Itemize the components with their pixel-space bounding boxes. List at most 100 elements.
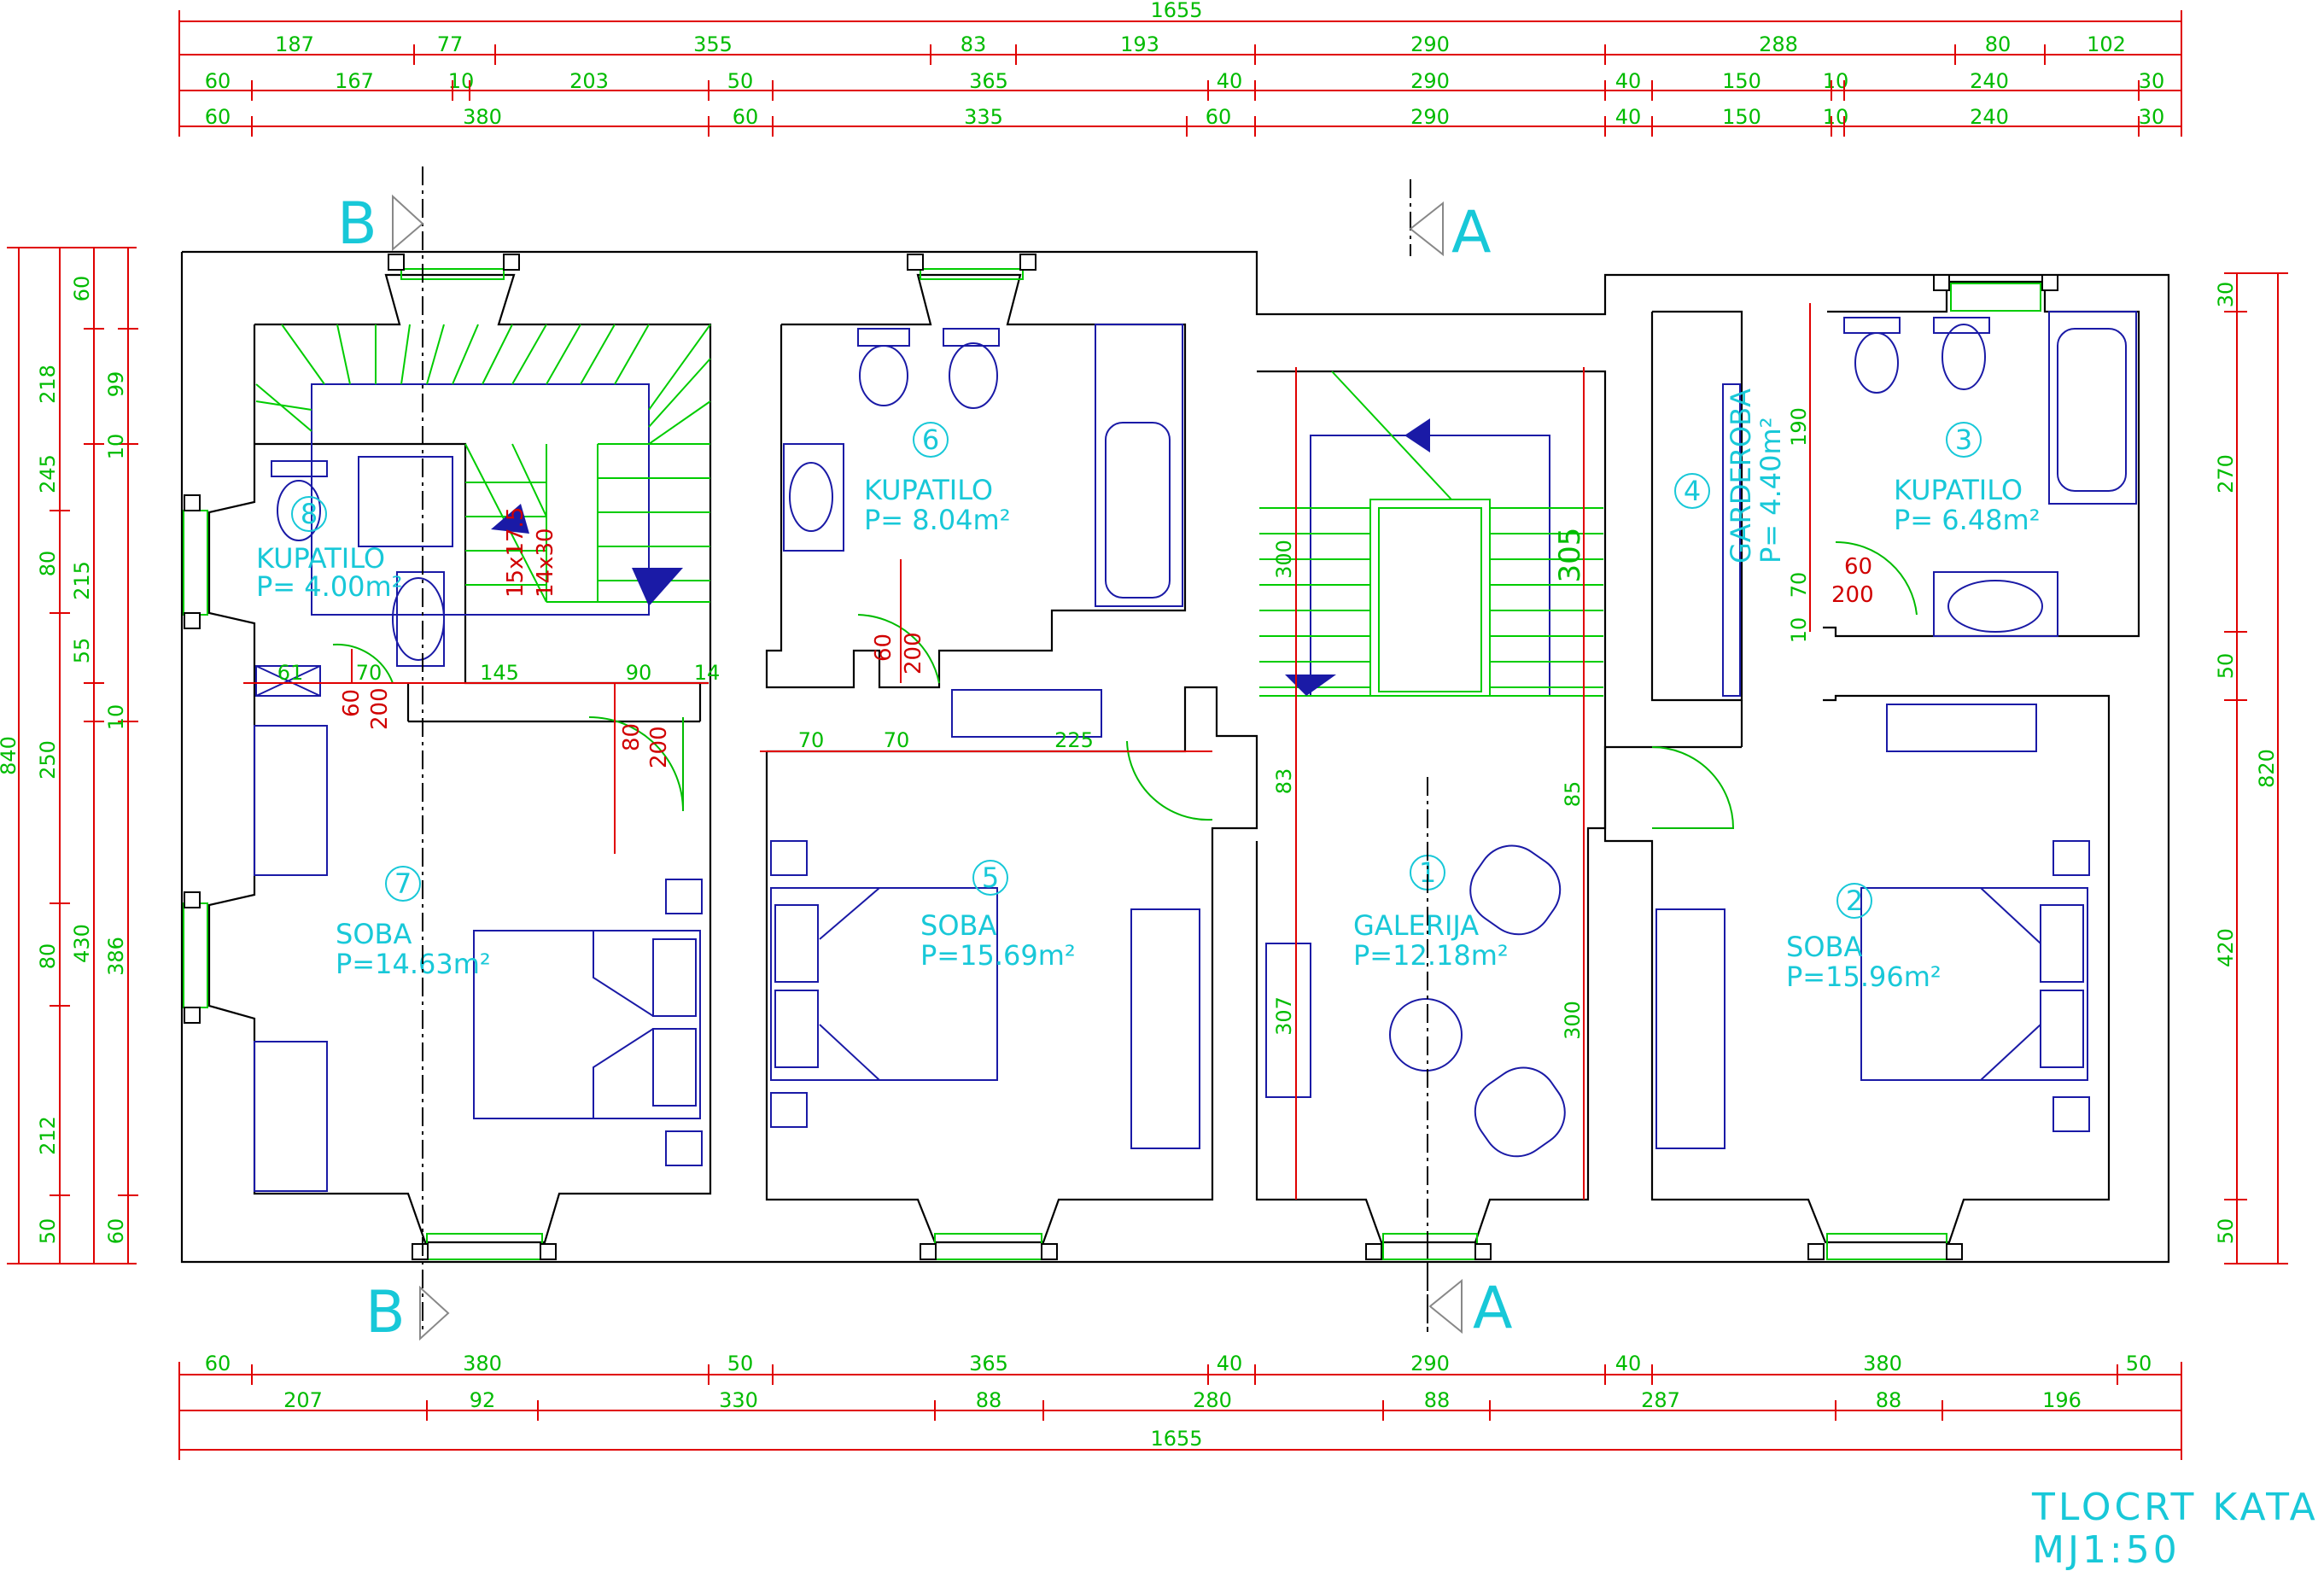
left-dimensions: 840 218 245 80 250 80 212 50 60 99 10 21… <box>0 247 138 1264</box>
room-area: P=12.18m² <box>1353 939 1509 972</box>
room-name: KUPATILO <box>256 542 385 575</box>
room-number: 2 <box>1846 885 1863 917</box>
door-width: 60 <box>339 689 365 717</box>
dim-top-total: 1655 <box>1150 0 1202 22</box>
windows <box>183 254 2058 1260</box>
right-dimensions: 30 270 50 420 50 820 <box>2214 272 2288 1264</box>
bathtub <box>2048 311 2137 505</box>
dim-top: 50 <box>727 69 754 93</box>
wardrobe <box>1130 908 1200 1149</box>
dim-inner: 300 <box>1272 540 1296 579</box>
window <box>400 268 505 280</box>
bed <box>1860 887 2088 1081</box>
dim-top: 83 <box>961 32 987 56</box>
section-mark-a: A <box>1451 199 1492 266</box>
window <box>426 1233 543 1260</box>
dim-bottom-total: 1655 <box>1150 1427 1202 1451</box>
dim-bottom: 60 <box>205 1352 231 1375</box>
dim-left: 80 <box>36 551 60 577</box>
nightstand <box>665 879 703 914</box>
dim-bottom: 365 <box>969 1352 1008 1375</box>
dim-top: 290 <box>1410 105 1450 129</box>
furniture <box>254 311 2137 1192</box>
door-width: 60 <box>871 634 896 662</box>
dim-top: 187 <box>275 32 314 56</box>
room-area: P=14.63m² <box>336 948 491 980</box>
room-name: SOBA <box>920 909 996 942</box>
dim-bottom: 207 <box>283 1388 323 1412</box>
dim-inner: 300 <box>1561 1001 1585 1040</box>
section-arrow-icon <box>1409 201 1444 257</box>
dim-left: 55 <box>70 638 94 664</box>
dim-top: 60 <box>205 69 231 93</box>
bed <box>473 930 701 1119</box>
dim-left: 250 <box>36 740 60 780</box>
vanity <box>1886 704 2037 752</box>
dim-bottom: 380 <box>463 1352 502 1375</box>
dim-bottom: 50 <box>727 1352 754 1375</box>
dim-bottom: 88 <box>1876 1388 1902 1412</box>
dim-left: 50 <box>36 1218 60 1245</box>
dim-bottom: 330 <box>719 1388 758 1412</box>
room-number: 1 <box>1419 856 1436 889</box>
window <box>934 1233 1042 1260</box>
dim-inner: 225 <box>1054 728 1094 752</box>
toilet <box>277 480 321 541</box>
left-staircase: 15x17.5 14x30 <box>255 324 711 616</box>
wardrobe <box>254 1041 328 1192</box>
dim-left-total: 840 <box>0 736 20 775</box>
section-arrow-icon <box>419 1285 450 1341</box>
toilet <box>1854 332 1899 394</box>
dim-inner: 70 <box>1787 572 1811 599</box>
dim-top: 240 <box>1970 105 2009 129</box>
dim-top: 167 <box>335 69 374 93</box>
dim-right: 30 <box>2214 282 2238 308</box>
dim-top: 365 <box>969 69 1008 93</box>
dim-inner: 90 <box>626 661 652 685</box>
window <box>1950 283 2041 312</box>
walls <box>180 250 2170 1264</box>
dim-right: 50 <box>2214 653 2238 680</box>
window <box>1382 1233 1478 1260</box>
dim-top: 288 <box>1759 32 1798 56</box>
wardrobe <box>254 725 328 876</box>
doors <box>332 540 1918 829</box>
dim-left: 80 <box>36 943 60 970</box>
dim-right: 420 <box>2214 928 2238 967</box>
armchair <box>1474 1066 1566 1158</box>
top-dimensions: 1655 187 77 355 83 193 290 288 80 102 60… <box>178 0 2182 137</box>
section-arrow-icon <box>392 194 424 252</box>
dim-top: 40 <box>1217 69 1243 93</box>
dim-inner: 83 <box>1272 768 1296 795</box>
sink <box>1933 571 2058 637</box>
dim-top: 203 <box>569 69 609 93</box>
toilet-tank <box>271 460 328 477</box>
stair-count: 14x30 <box>533 528 558 598</box>
dim-top: 60 <box>733 105 759 129</box>
room-area: P= 4.00m² <box>256 570 403 603</box>
dim-bottom: 40 <box>1217 1352 1243 1375</box>
dim-top: 77 <box>437 32 464 56</box>
dim-inner: 190 <box>1787 407 1811 447</box>
room-name: GALERIJA <box>1353 909 1479 942</box>
vanity <box>951 689 1102 738</box>
room-name: KUPATILO <box>864 474 993 506</box>
dim-left: 10 <box>104 434 128 460</box>
room-area: P=15.96m² <box>1786 961 1942 993</box>
cabinet <box>255 665 321 697</box>
dim-top: 40 <box>1615 69 1642 93</box>
door-height: 200 <box>901 632 926 675</box>
room-name: KUPATILO <box>1894 474 2023 506</box>
door-height: 200 <box>1831 582 1874 608</box>
section-mark-b: B <box>365 1279 406 1346</box>
dim-top: 290 <box>1410 69 1450 93</box>
room-area: P= 4.40m² <box>1755 417 1787 564</box>
dim-left: 245 <box>36 454 60 493</box>
dim-left: 60 <box>70 276 94 302</box>
center-staircase <box>1259 371 1603 697</box>
dim-left: 10 <box>104 704 128 731</box>
dim-bottom: 88 <box>1424 1388 1451 1412</box>
section-mark-a: A <box>1473 1275 1513 1342</box>
room-area: P= 6.48m² <box>1894 504 2041 536</box>
door-width: 60 <box>1844 554 1872 580</box>
